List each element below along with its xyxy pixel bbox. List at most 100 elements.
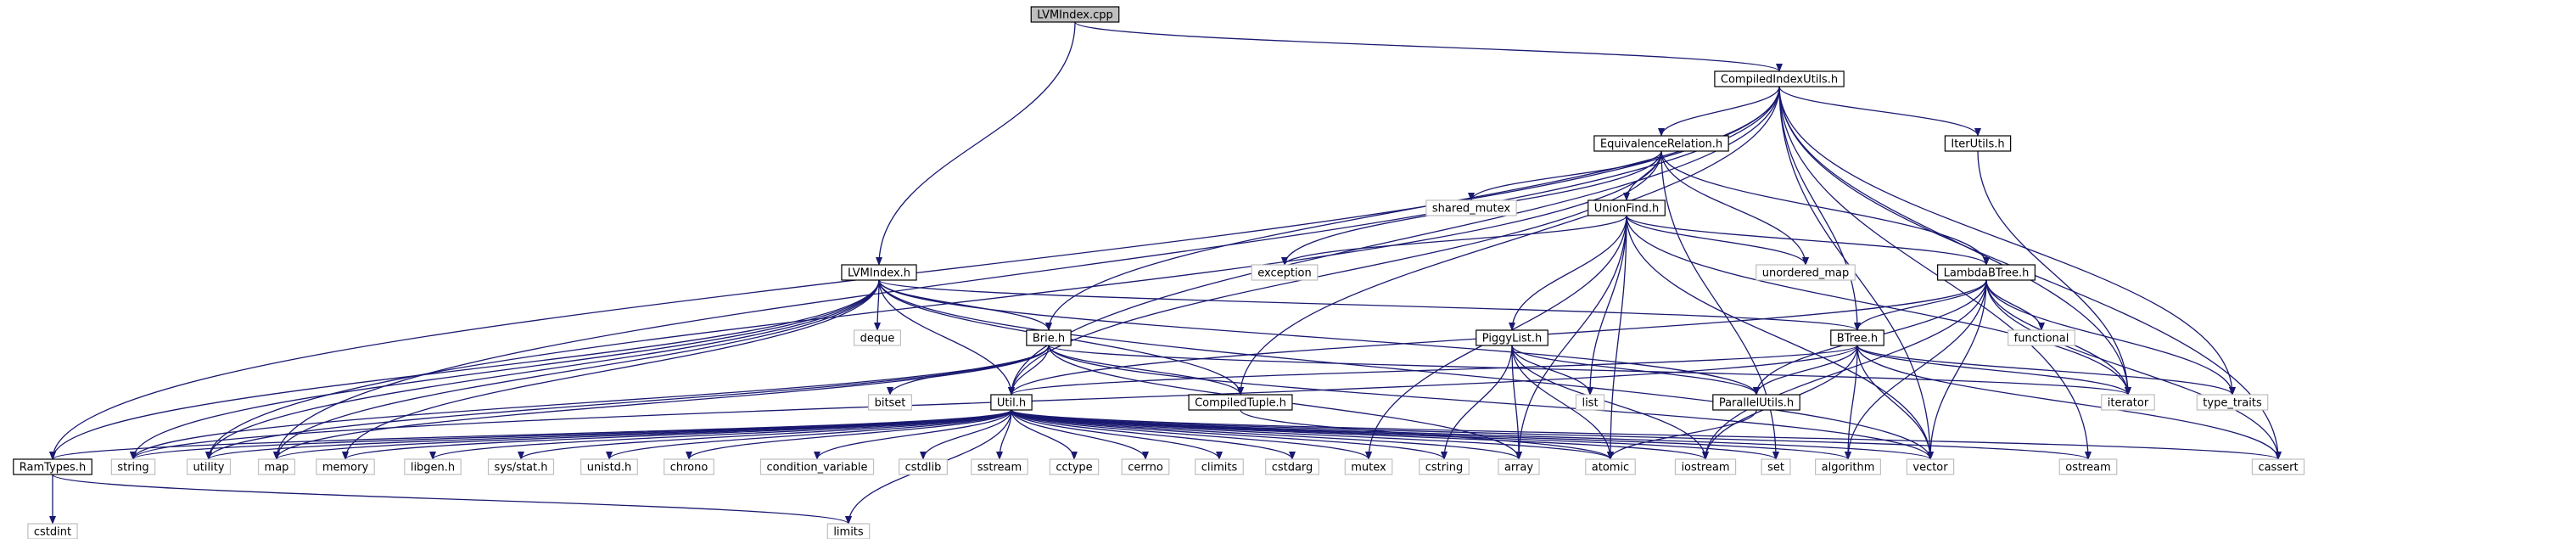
edge-lbt-to-functional: [1985, 279, 2045, 331]
node-piggy[interactable]: PiggyList.h: [1476, 329, 1548, 346]
node-label: climits: [1201, 462, 1238, 474]
node-label: list: [1582, 397, 1598, 410]
node-btree[interactable]: BTree.h: [1830, 329, 1884, 346]
node-sstream: sstream: [971, 458, 1028, 475]
node-condvar: condition_variable: [759, 458, 875, 475]
edge-lvmh-to-string: [130, 279, 880, 460]
node-box: [404, 458, 462, 475]
node-cstdlib: cstdlib: [899, 458, 948, 475]
node-iostream: iostream: [1674, 458, 1737, 475]
edge-uf-to-exc: [1281, 215, 1627, 266]
node-box: [1265, 458, 1319, 475]
node-memory: memory: [316, 458, 375, 475]
node-label: bitset: [875, 397, 906, 410]
node-box: [1714, 70, 1845, 87]
edge-btree-to-par: [1753, 345, 1858, 396]
node-box: [1815, 458, 1881, 475]
node-box: [186, 458, 232, 475]
node-box: [1944, 135, 2012, 152]
node-util[interactable]: Util.h: [990, 394, 1033, 411]
node-label: exception: [1257, 267, 1312, 280]
node-utility: utility: [186, 458, 232, 475]
node-box: [1251, 264, 1319, 281]
node-label: utility: [193, 462, 225, 474]
node-array: array: [1498, 458, 1540, 475]
edge-util-to-vector: [1011, 409, 1934, 460]
edge-brie-to-ctuple: [1048, 345, 1244, 396]
node-box: [2008, 329, 2075, 346]
edge-uf-to-lbt: [1626, 215, 1990, 266]
edge-btree-to-typetraits: [1856, 345, 2236, 396]
node-ramtypes[interactable]: RamTypes.h: [13, 458, 92, 475]
edge-uf-to-iterator: [1626, 215, 2131, 396]
node-chrono: chrono: [664, 458, 714, 475]
edge-brie-to-string: [130, 345, 1050, 460]
node-label: algorithm: [1822, 462, 1875, 474]
edge-util-to-climits: [1011, 409, 1223, 460]
node-set: set: [1761, 458, 1791, 475]
node-lbt[interactable]: LambdaBTree.h: [1937, 264, 2036, 281]
node-label: cctype: [1056, 462, 1092, 474]
node-typetraits: type_traits: [2196, 394, 2269, 411]
node-box: [1756, 264, 1856, 281]
node-label: ostream: [2065, 462, 2111, 474]
edge-ciu-to-iterator: [1778, 86, 2131, 396]
edge-util-to-cstring: [1011, 409, 1448, 460]
edge-lvmh-to-ramtypes: [49, 279, 880, 460]
node-label: array: [1504, 462, 1533, 474]
node-lvm_cpp[interactable]: LVMIndex.cpp: [1030, 6, 1120, 23]
node-cassert: cassert: [2251, 458, 2305, 475]
node-box: [13, 458, 92, 475]
edge-par-to-atomic: [1607, 409, 1757, 460]
edge-piggy-to-atomic: [1511, 345, 1614, 460]
edge-lvmh-to-util: [878, 279, 1015, 396]
node-ctuple[interactable]: CompiledTuple.h: [1188, 394, 1293, 411]
node-label: type_traits: [2203, 397, 2262, 410]
node-box: [1425, 199, 1517, 216]
edge-lvmh-to-map: [273, 279, 880, 460]
edge-ciu-to-util: [1008, 86, 1780, 396]
node-box: [1585, 458, 1636, 475]
edge-brie-to-utility: [205, 345, 1050, 460]
node-uf[interactable]: UnionFind.h: [1588, 199, 1666, 216]
node-label: set: [1767, 462, 1784, 474]
edge-util-to-ramtypes: [49, 409, 1012, 460]
node-box: [854, 329, 901, 346]
edge-util-to-chrono: [686, 409, 1012, 460]
node-string: string: [110, 458, 156, 475]
edge-btree-to-algorithm: [1845, 345, 1858, 460]
node-par[interactable]: ParallelUtils.h: [1712, 394, 1800, 411]
node-label: Brie.h: [1033, 333, 1065, 345]
node-label: map: [265, 462, 289, 474]
edge-util-to-cstdarg: [1011, 409, 1296, 460]
node-label: PiggyList.h: [1482, 333, 1542, 345]
node-label: sys/stat.h: [495, 462, 548, 474]
node-brie[interactable]: Brie.h: [1026, 329, 1072, 346]
node-box: [1761, 458, 1791, 475]
node-label: CompiledIndexUtils.h: [1721, 74, 1838, 87]
edge-btree-to-iterator: [1856, 345, 2131, 396]
node-unistd: unistd.h: [580, 458, 638, 475]
node-box: [990, 394, 1033, 411]
node-box: [487, 458, 555, 475]
node-libgen: libgen.h: [404, 458, 462, 475]
node-lvmh[interactable]: LVMIndex.h: [841, 264, 917, 281]
edge-util-to-sysstat: [518, 409, 1012, 460]
node-cerrno: cerrno: [1121, 458, 1170, 475]
node-label: BTree.h: [1837, 333, 1878, 345]
edge-lvmh-to-brie: [878, 279, 1052, 331]
node-label: UnionFind.h: [1594, 203, 1660, 216]
node-iter[interactable]: IterUtils.h: [1944, 135, 2012, 152]
node-label: memory: [322, 462, 369, 474]
node-box: [1195, 458, 1244, 475]
edge-lvm_cpp-to-lvmh: [876, 21, 1076, 266]
node-box: [27, 523, 78, 539]
node-ciu[interactable]: CompiledIndexUtils.h: [1714, 70, 1845, 87]
node-eqrel[interactable]: EquivalenceRelation.h: [1593, 135, 1729, 152]
edge-lvmh-to-par: [878, 279, 1760, 396]
node-map: map: [257, 458, 296, 475]
node-functional: functional: [2008, 329, 2075, 346]
edge-piggy-to-cstring: [1441, 345, 1513, 460]
edge-ciu-to-eqrel: [1658, 86, 1780, 137]
edge-util-to-cstdlib: [920, 409, 1012, 460]
